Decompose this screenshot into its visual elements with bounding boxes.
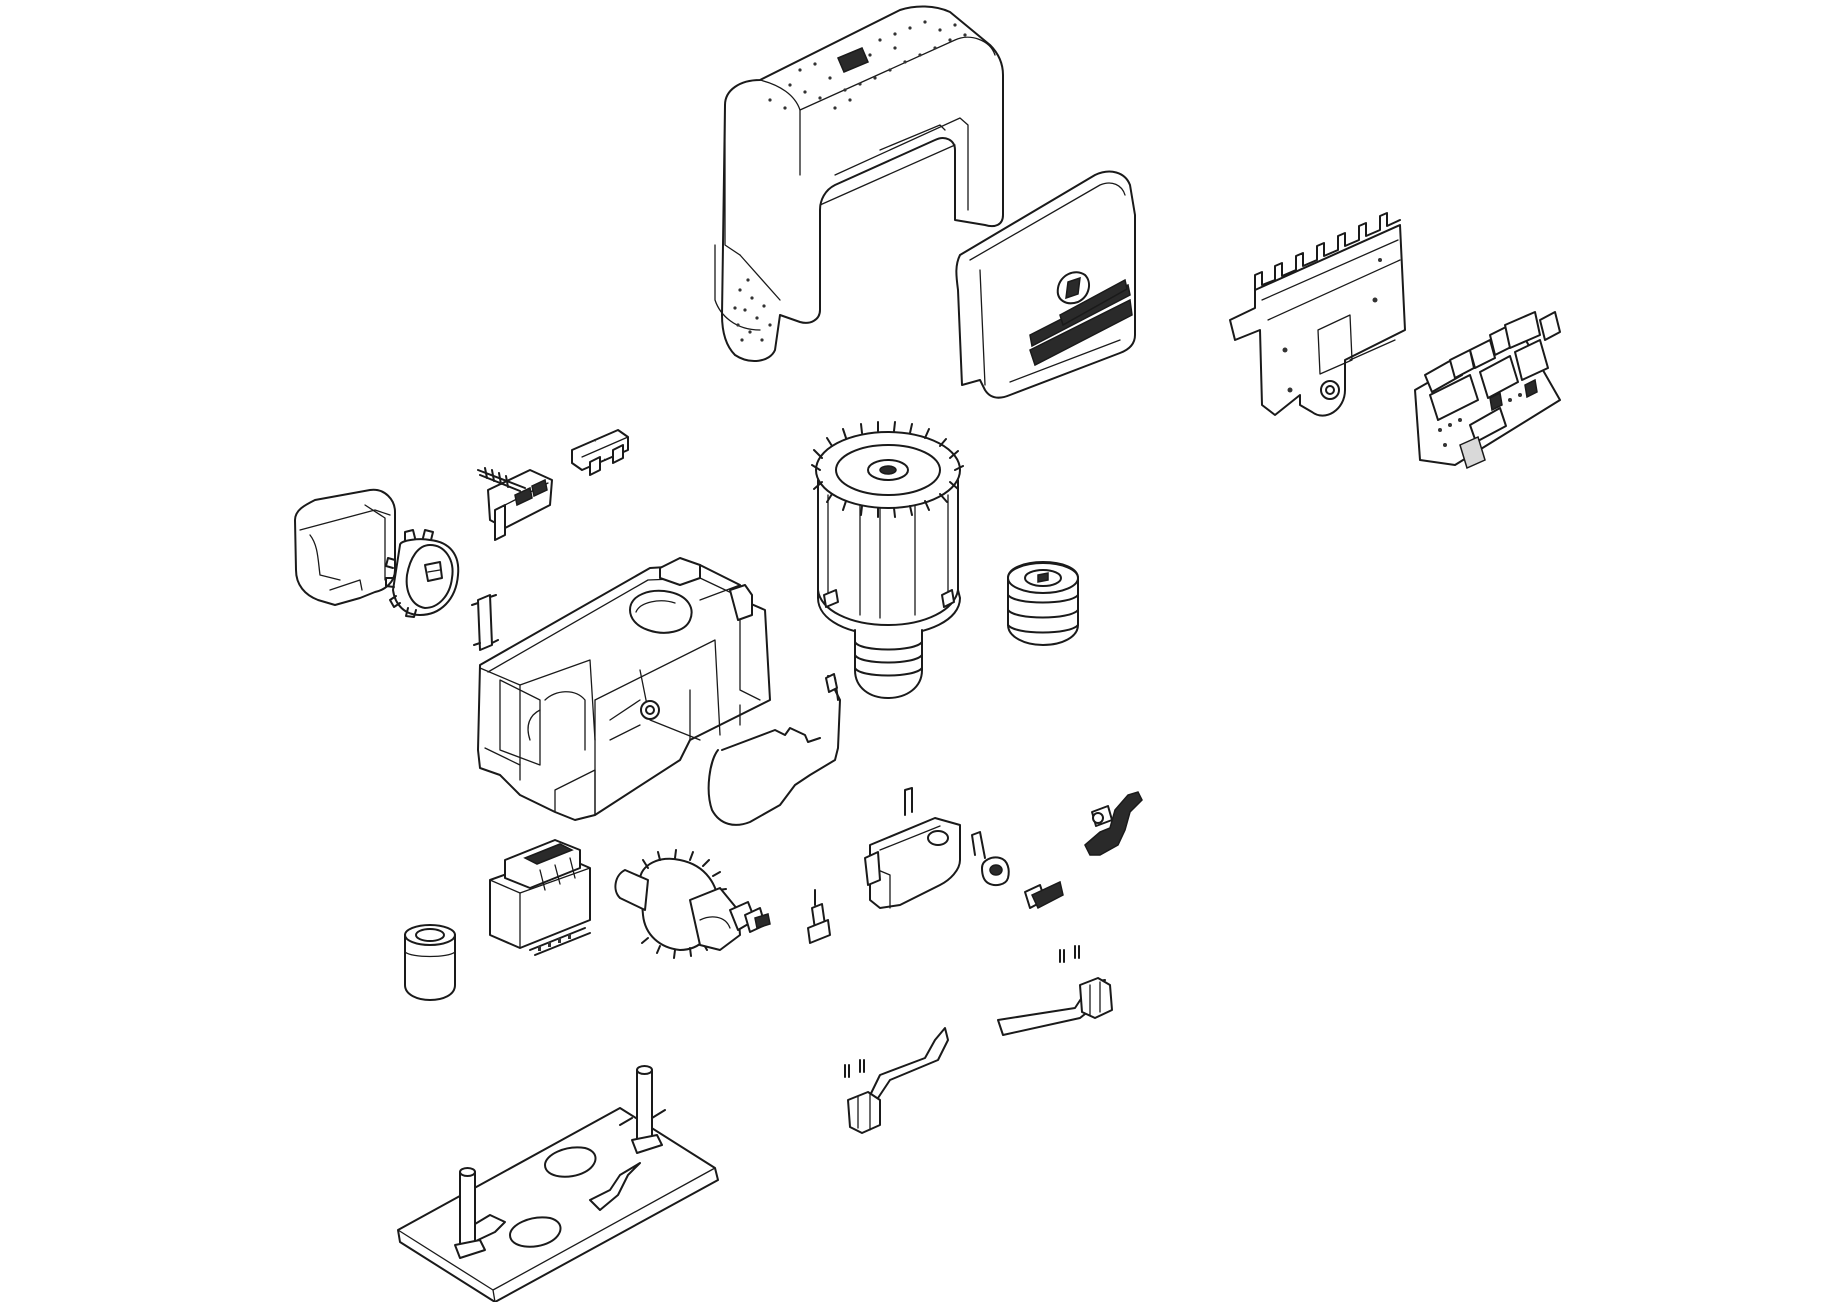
circuit-board-bracket — [1229, 212, 1406, 417]
drive-pinion — [385, 529, 460, 618]
limit-switch-spring-right — [997, 945, 1113, 1036]
release-lever — [1084, 791, 1143, 856]
release-door — [864, 787, 961, 909]
fuse-connectors — [571, 429, 629, 476]
release-key — [1024, 880, 1064, 910]
housing-gasket-and-wire — [707, 673, 841, 826]
connector-pin — [807, 889, 831, 944]
limit-switch-spring-left — [844, 1027, 949, 1134]
motor-stator — [811, 421, 964, 699]
control-board — [1414, 311, 1561, 470]
worm-screw — [1007, 561, 1079, 646]
anchoring-plate — [397, 1065, 719, 1302]
transformer — [489, 839, 591, 956]
pinion-guard — [294, 488, 396, 606]
output-gear-shaft — [614, 849, 771, 959]
small-clip — [471, 594, 499, 651]
coupling-sleeve — [404, 924, 456, 1001]
gearmotor-housing — [477, 557, 771, 821]
top-cover — [714, 5, 1004, 362]
terminal-block-with-screw — [477, 467, 553, 541]
lock-cylinder — [971, 831, 1010, 887]
control-panel-cover — [955, 170, 1136, 399]
